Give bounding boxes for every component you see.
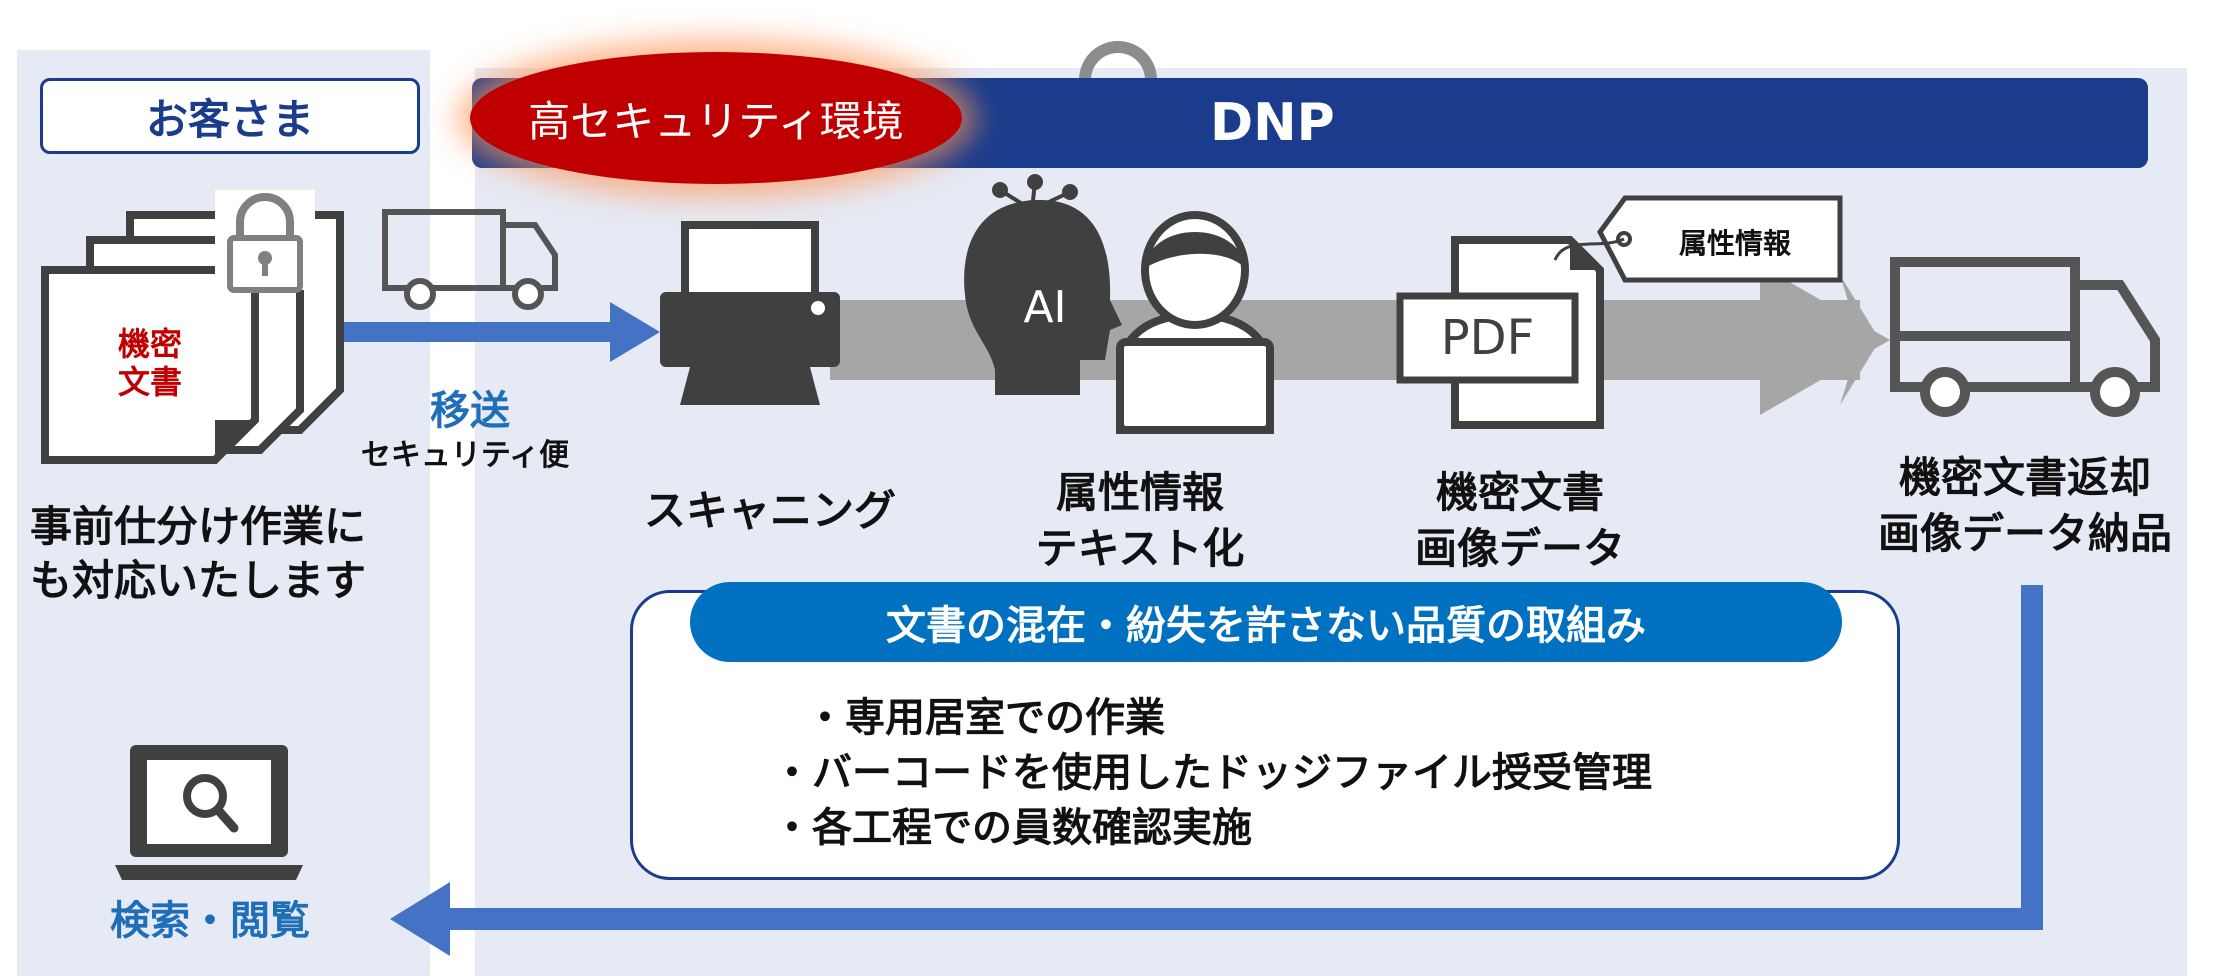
quality-item: ・専用居室での作業 xyxy=(805,695,1165,741)
customer-note-line2: も対応いたします xyxy=(30,556,367,605)
scanner-icon xyxy=(660,221,840,405)
quality-item: ・各工程での員数確認実施 xyxy=(772,805,1252,851)
customer-label: お客さま xyxy=(40,78,420,154)
quality-item: ・バーコードを使用したドッジファイル授受管理 xyxy=(772,750,1652,796)
step-return-line1: 機密文書返却 xyxy=(1898,453,2151,502)
high-security-badge: 高セキュリティ環境 xyxy=(470,52,962,184)
operator-icon xyxy=(1116,211,1274,434)
attribute-tag-text: 属性情報 xyxy=(1678,227,1791,260)
customer-note-line1: 事前仕分け作業に xyxy=(30,502,367,551)
step-scanning-label: スキャニング xyxy=(643,486,896,535)
pdf-document-icon xyxy=(1396,236,1604,429)
quality-title: 文書の混在・紛失を許さない品質の取組み xyxy=(690,582,1842,662)
confidential-doc-line1: 機密 xyxy=(117,325,182,363)
search-browse-label: 検索・閲覧 xyxy=(110,898,310,944)
step-image-data-line1: 機密文書 xyxy=(1435,468,1604,517)
truck-small-icon xyxy=(382,209,558,310)
transport-sublabel: セキュリティ便 xyxy=(360,438,570,473)
step-attribute-line1: 属性情報 xyxy=(1055,468,1224,517)
confidential-doc-line2: 文書 xyxy=(117,363,182,401)
customer-note: 事前仕分け作業に も対応いたします xyxy=(30,500,420,608)
laptop-search-icon xyxy=(115,745,303,880)
pdf-text: PDF xyxy=(1440,310,1535,366)
step-image-data-line2: 画像データ xyxy=(1414,524,1625,573)
padlock-icon xyxy=(215,190,315,293)
return-arrow xyxy=(390,585,2043,956)
transport-arrow xyxy=(300,302,660,362)
confidential-doc-label: 機密 文書 xyxy=(95,325,205,401)
attribute-tag-icon xyxy=(1553,195,1843,283)
step-attribute-label: 属性情報 テキスト化 xyxy=(1010,465,1270,577)
step-return-label: 機密文書返却 画像データ納品 xyxy=(1855,450,2195,562)
step-return-line2: 画像データ納品 xyxy=(1877,509,2172,558)
step-attribute-line2: テキスト化 xyxy=(1035,524,1245,573)
step-image-data-label: 機密文書 画像データ xyxy=(1390,465,1650,577)
transport-label: 移送 xyxy=(430,388,510,434)
truck-large-icon xyxy=(1890,257,2160,417)
dnp-label: DNP xyxy=(1210,93,1335,153)
ai-head-icon xyxy=(964,174,1122,395)
ai-text: AI xyxy=(1023,282,1067,333)
